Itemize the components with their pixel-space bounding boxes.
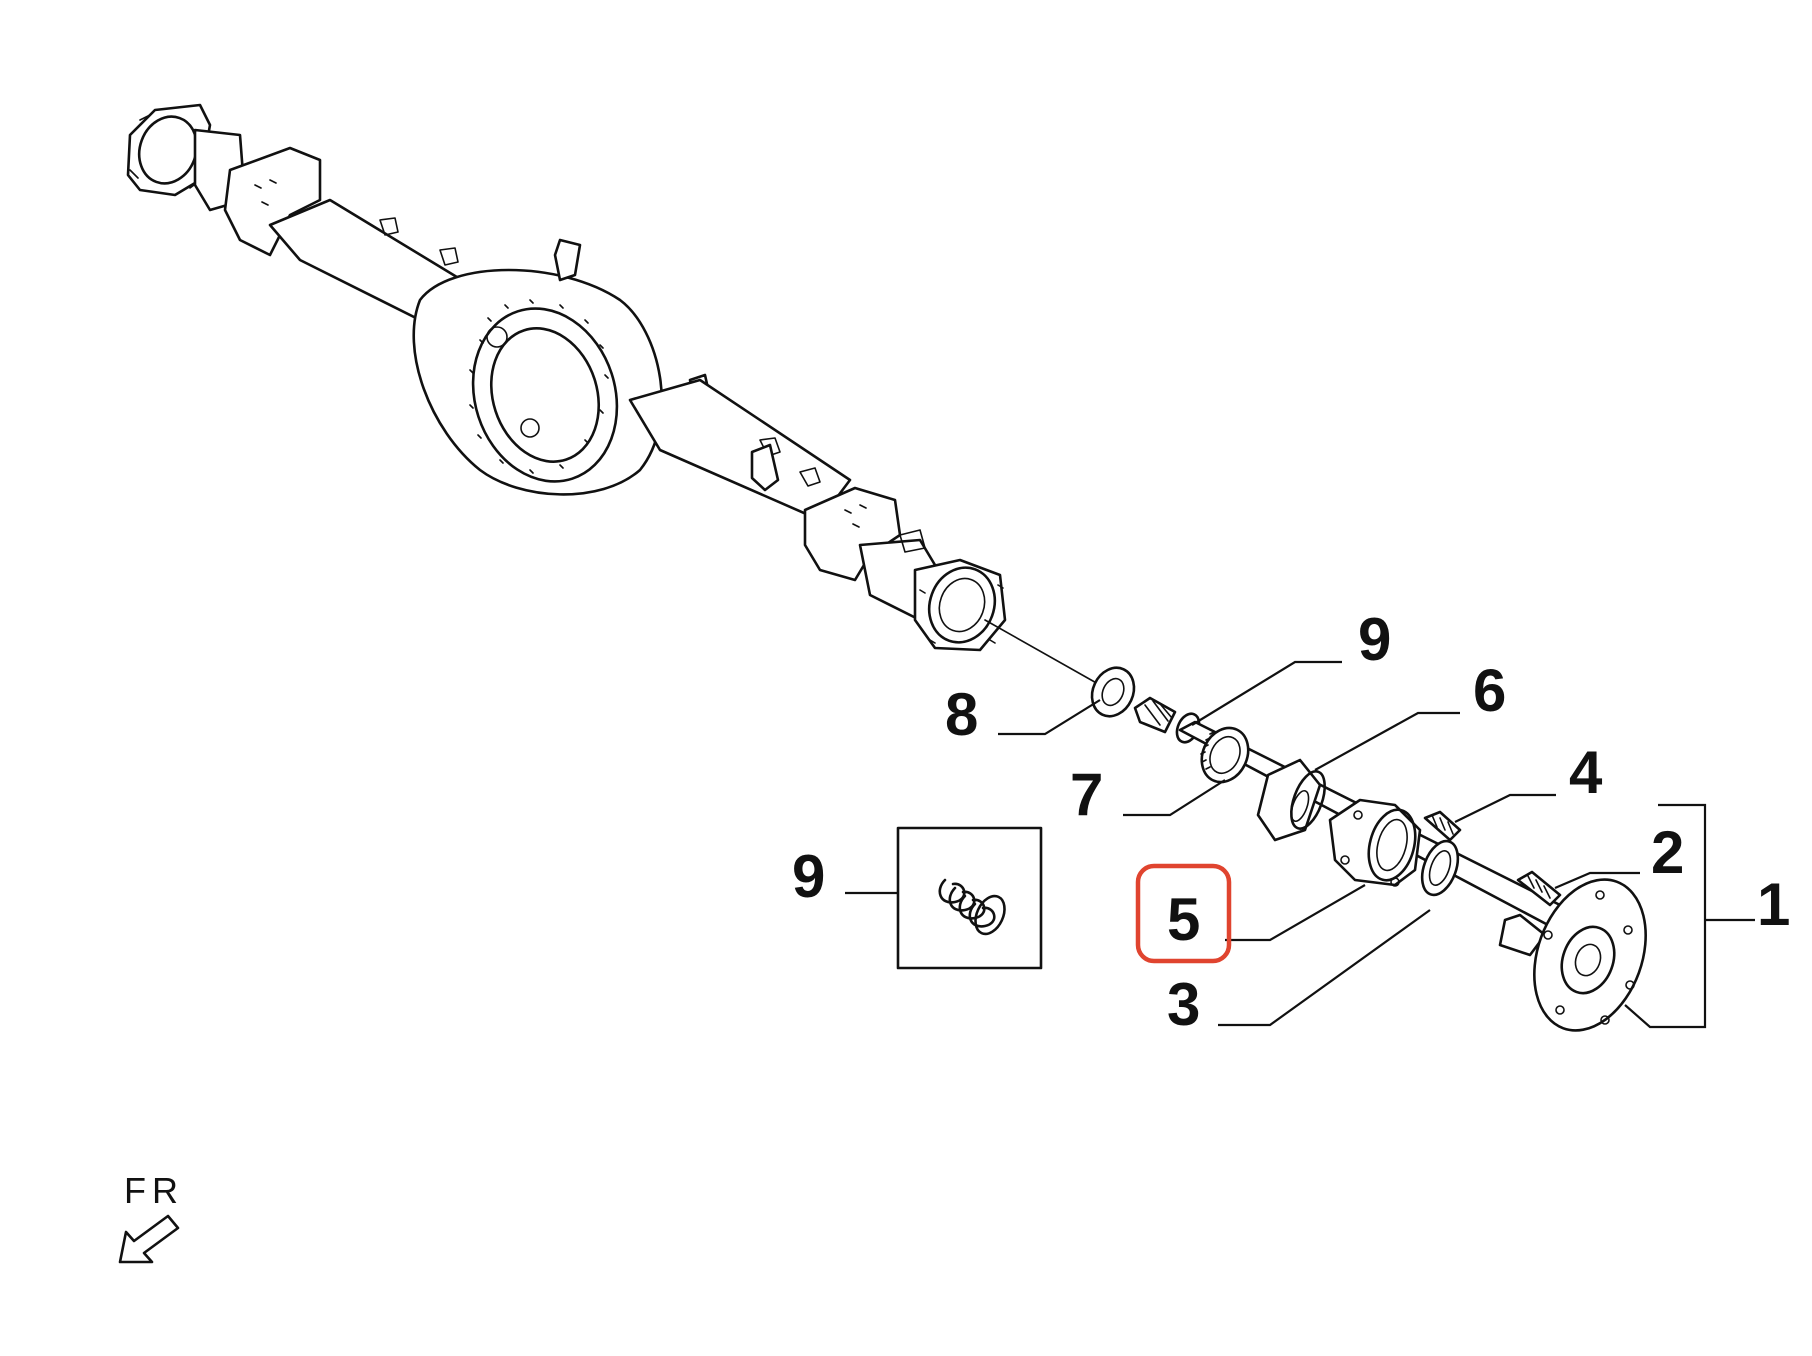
part-bearing bbox=[1200, 726, 1250, 784]
callout-8: 8 bbox=[945, 681, 978, 748]
part-retainer-plate bbox=[1328, 798, 1422, 887]
part-wheel-stud bbox=[1516, 870, 1562, 907]
part-ring bbox=[1420, 839, 1460, 897]
callout-3: 3 bbox=[1167, 971, 1200, 1038]
callout-5-highlight bbox=[1135, 863, 1232, 964]
part-oil-seal bbox=[1090, 666, 1136, 718]
part-bolt-4 bbox=[1423, 810, 1462, 842]
alignment-axis bbox=[984, 619, 1101, 686]
front-arrow-icon bbox=[118, 1214, 180, 1264]
part-hub-flange bbox=[1498, 878, 1647, 1032]
callout-9-inset: 9 bbox=[792, 843, 825, 910]
spring-detail-inset bbox=[896, 826, 1043, 970]
part-bearing-cup bbox=[1256, 758, 1326, 842]
callout-4: 4 bbox=[1569, 739, 1603, 806]
callout-1: 1 bbox=[1757, 871, 1790, 938]
callout-9-top: 9 bbox=[1358, 606, 1391, 673]
front-orientation-indicator: FR bbox=[118, 1170, 184, 1264]
axle-housing bbox=[126, 103, 1007, 652]
callout-2: 2 bbox=[1651, 819, 1684, 886]
leader-lines bbox=[845, 660, 1755, 1029]
callout-6: 6 bbox=[1473, 657, 1506, 724]
callout-5: 5 bbox=[1167, 886, 1200, 953]
orientation-label: FR bbox=[124, 1170, 184, 1211]
callout-7: 7 bbox=[1070, 761, 1103, 828]
